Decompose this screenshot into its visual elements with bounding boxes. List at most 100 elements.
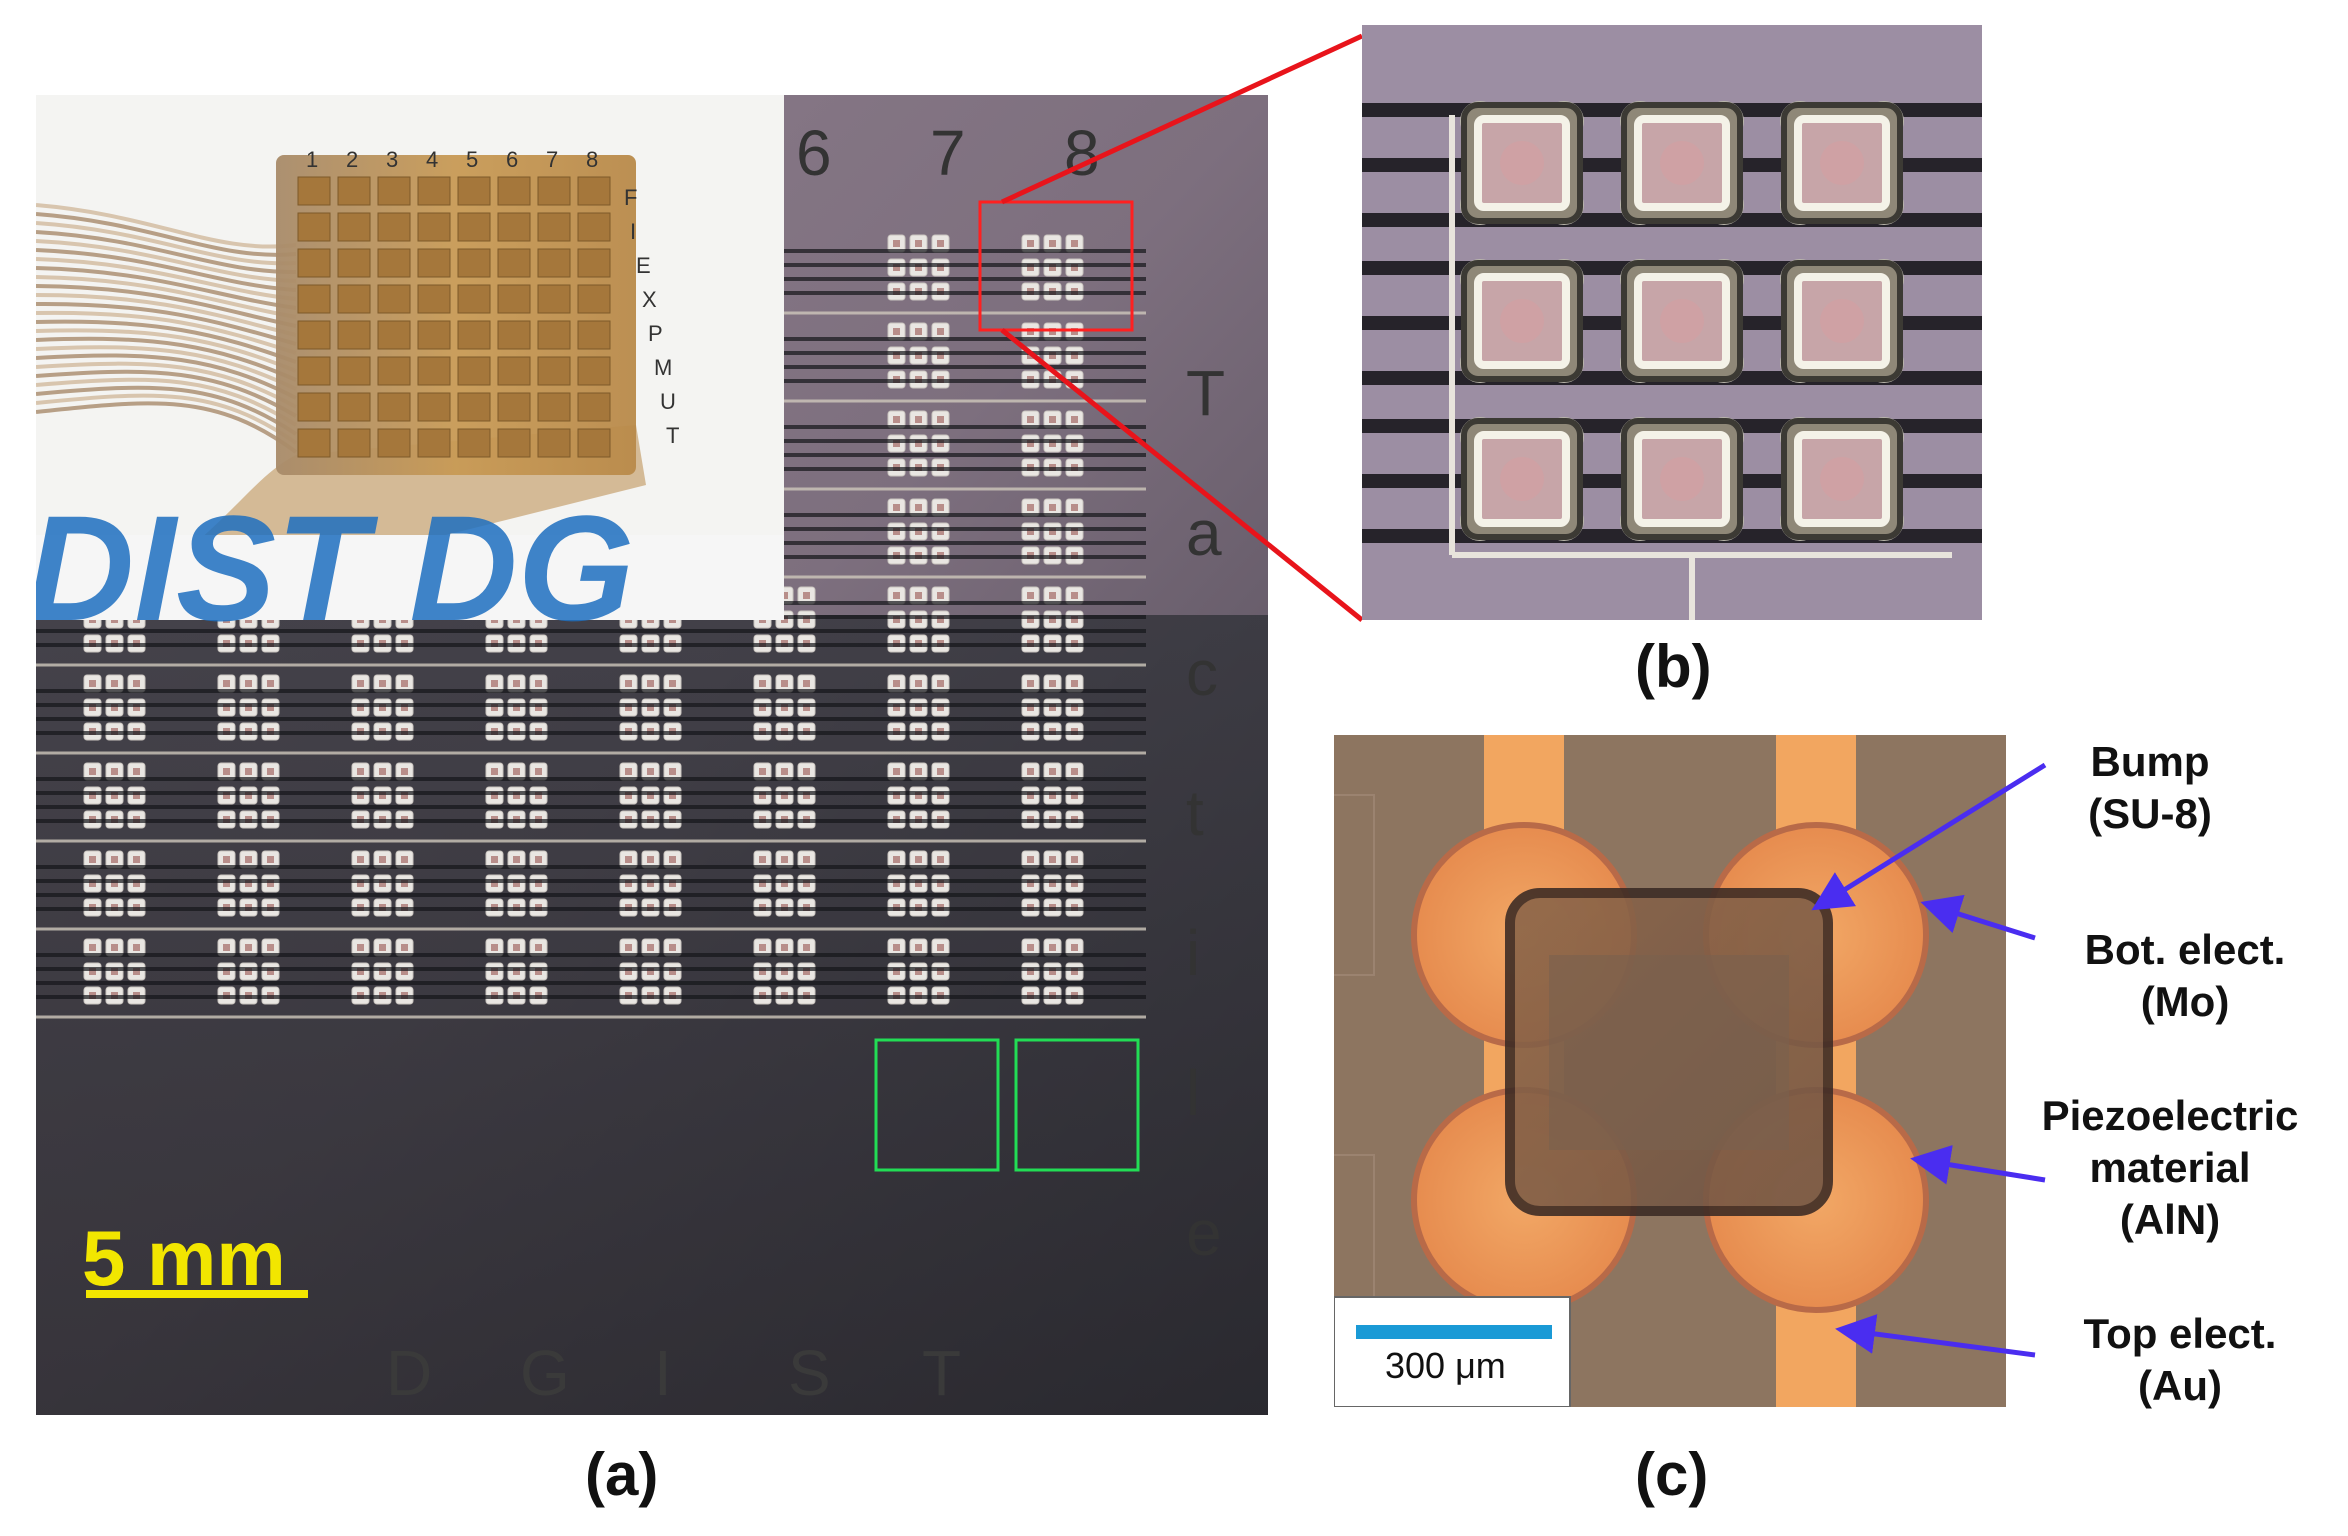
flex-cell: [537, 248, 571, 278]
flex-cell: [417, 428, 451, 458]
flex-cell: [577, 392, 611, 422]
bottom-letter: T: [922, 1337, 961, 1409]
flex-cell: [417, 176, 451, 206]
flex-cell: [337, 284, 371, 314]
selection-box-1: [874, 1038, 1000, 1172]
flex-side-letter: T: [666, 423, 679, 448]
flex-cell: [417, 320, 451, 350]
arrow-top-electrode: [1835, 1314, 2036, 1358]
arrow-bump: [1811, 762, 2047, 911]
label-piezoelectric: Piezoelectric material (AlN): [2041, 1092, 2299, 1243]
side-letter: c: [1186, 637, 1218, 709]
side-letter: a: [1186, 497, 1222, 569]
flexible-device-inset: DIST DG: [36, 95, 784, 652]
scale-bar-c: [1356, 1325, 1552, 1339]
flex-cell: [457, 284, 491, 314]
flex-cell: [417, 356, 451, 386]
flex-cell: [537, 356, 571, 386]
caption-c: (c): [1635, 1441, 1709, 1508]
flex-cell: [497, 284, 531, 314]
flex-cell: [297, 356, 331, 386]
single-element-photo: [1334, 735, 2006, 1407]
bottom-letter: G: [520, 1337, 570, 1409]
flex-cell: [337, 212, 371, 242]
flex-cell: [497, 428, 531, 458]
flex-cell: [457, 320, 491, 350]
column-number: 8: [1064, 117, 1100, 189]
flex-cell: [577, 212, 611, 242]
flex-side-letter: E: [636, 253, 651, 278]
caption-b: (b): [1635, 633, 1712, 700]
flex-cell: [457, 248, 491, 278]
flex-cell: [577, 356, 611, 386]
flex-column-number: 6: [506, 147, 518, 172]
flex-cell: [537, 320, 571, 350]
flex-cell: [457, 428, 491, 458]
flex-cell: [537, 176, 571, 206]
flex-cell: [417, 248, 451, 278]
flex-cell: [377, 320, 411, 350]
flex-cell: [537, 428, 571, 458]
flex-side-letter: P: [648, 321, 663, 346]
flex-cell: [497, 176, 531, 206]
flex-cell: [537, 284, 571, 314]
flex-cell: [337, 428, 371, 458]
flex-cell: [297, 176, 331, 206]
flex-cell: [497, 392, 531, 422]
flex-cell: [537, 212, 571, 242]
flex-cell: [297, 392, 331, 422]
scale-bar-a: [86, 1290, 308, 1298]
flex-column-number: 8: [586, 147, 598, 172]
side-letter: e: [1186, 1197, 1222, 1269]
flex-cell: [457, 392, 491, 422]
flex-column-number: 1: [306, 147, 318, 172]
flex-cell: [377, 284, 411, 314]
flex-cell: [297, 320, 331, 350]
flex-side-letter: M: [654, 355, 672, 380]
flex-column-number: 7: [546, 147, 558, 172]
side-letter: T: [1186, 357, 1225, 429]
flex-side-letter: U: [660, 389, 676, 414]
arrow-bottom-electrode: [1920, 894, 2036, 941]
array-zoom-photo: [1362, 25, 1982, 620]
logo-text: DIST DG: [36, 484, 634, 652]
column-number: 6: [796, 117, 832, 189]
flex-cell: [577, 176, 611, 206]
flex-cell: [457, 356, 491, 386]
column-number: 7: [930, 117, 966, 189]
flex-cell: [577, 428, 611, 458]
flex-cell: [297, 284, 331, 314]
flex-cell: [297, 428, 331, 458]
bottom-letter: D: [386, 1337, 432, 1409]
flex-cell: [337, 176, 371, 206]
flex-cell: [497, 248, 531, 278]
flex-column-number: 5: [466, 147, 478, 172]
flex-cell: [377, 176, 411, 206]
flex-cell: [497, 320, 531, 350]
panel-c-photo: [1334, 735, 2006, 1407]
flex-cell: [577, 320, 611, 350]
flex-cell: [577, 248, 611, 278]
flex-cell: [497, 356, 531, 386]
flex-cell: [577, 284, 611, 314]
label-top-electrode: Top elect. (Au): [2083, 1310, 2277, 1409]
panel-b-photo: [1362, 25, 1982, 620]
scale-bar-c-label: 300 μm: [1385, 1345, 1506, 1386]
flex-cell: [417, 212, 451, 242]
flex-cell: [377, 428, 411, 458]
bottom-letter: I: [654, 1337, 672, 1409]
flex-cell: [377, 356, 411, 386]
flex-cell: [297, 248, 331, 278]
flex-side-letter: I: [630, 219, 636, 244]
flex-cell: [377, 212, 411, 242]
flex-cell: [537, 392, 571, 422]
arrow-piezo: [1910, 1144, 2046, 1185]
flex-column-number: 4: [426, 147, 438, 172]
zoom-highlight-box: [978, 200, 1134, 332]
caption-a: (a): [585, 1441, 659, 1508]
side-letter: t: [1186, 777, 1204, 849]
